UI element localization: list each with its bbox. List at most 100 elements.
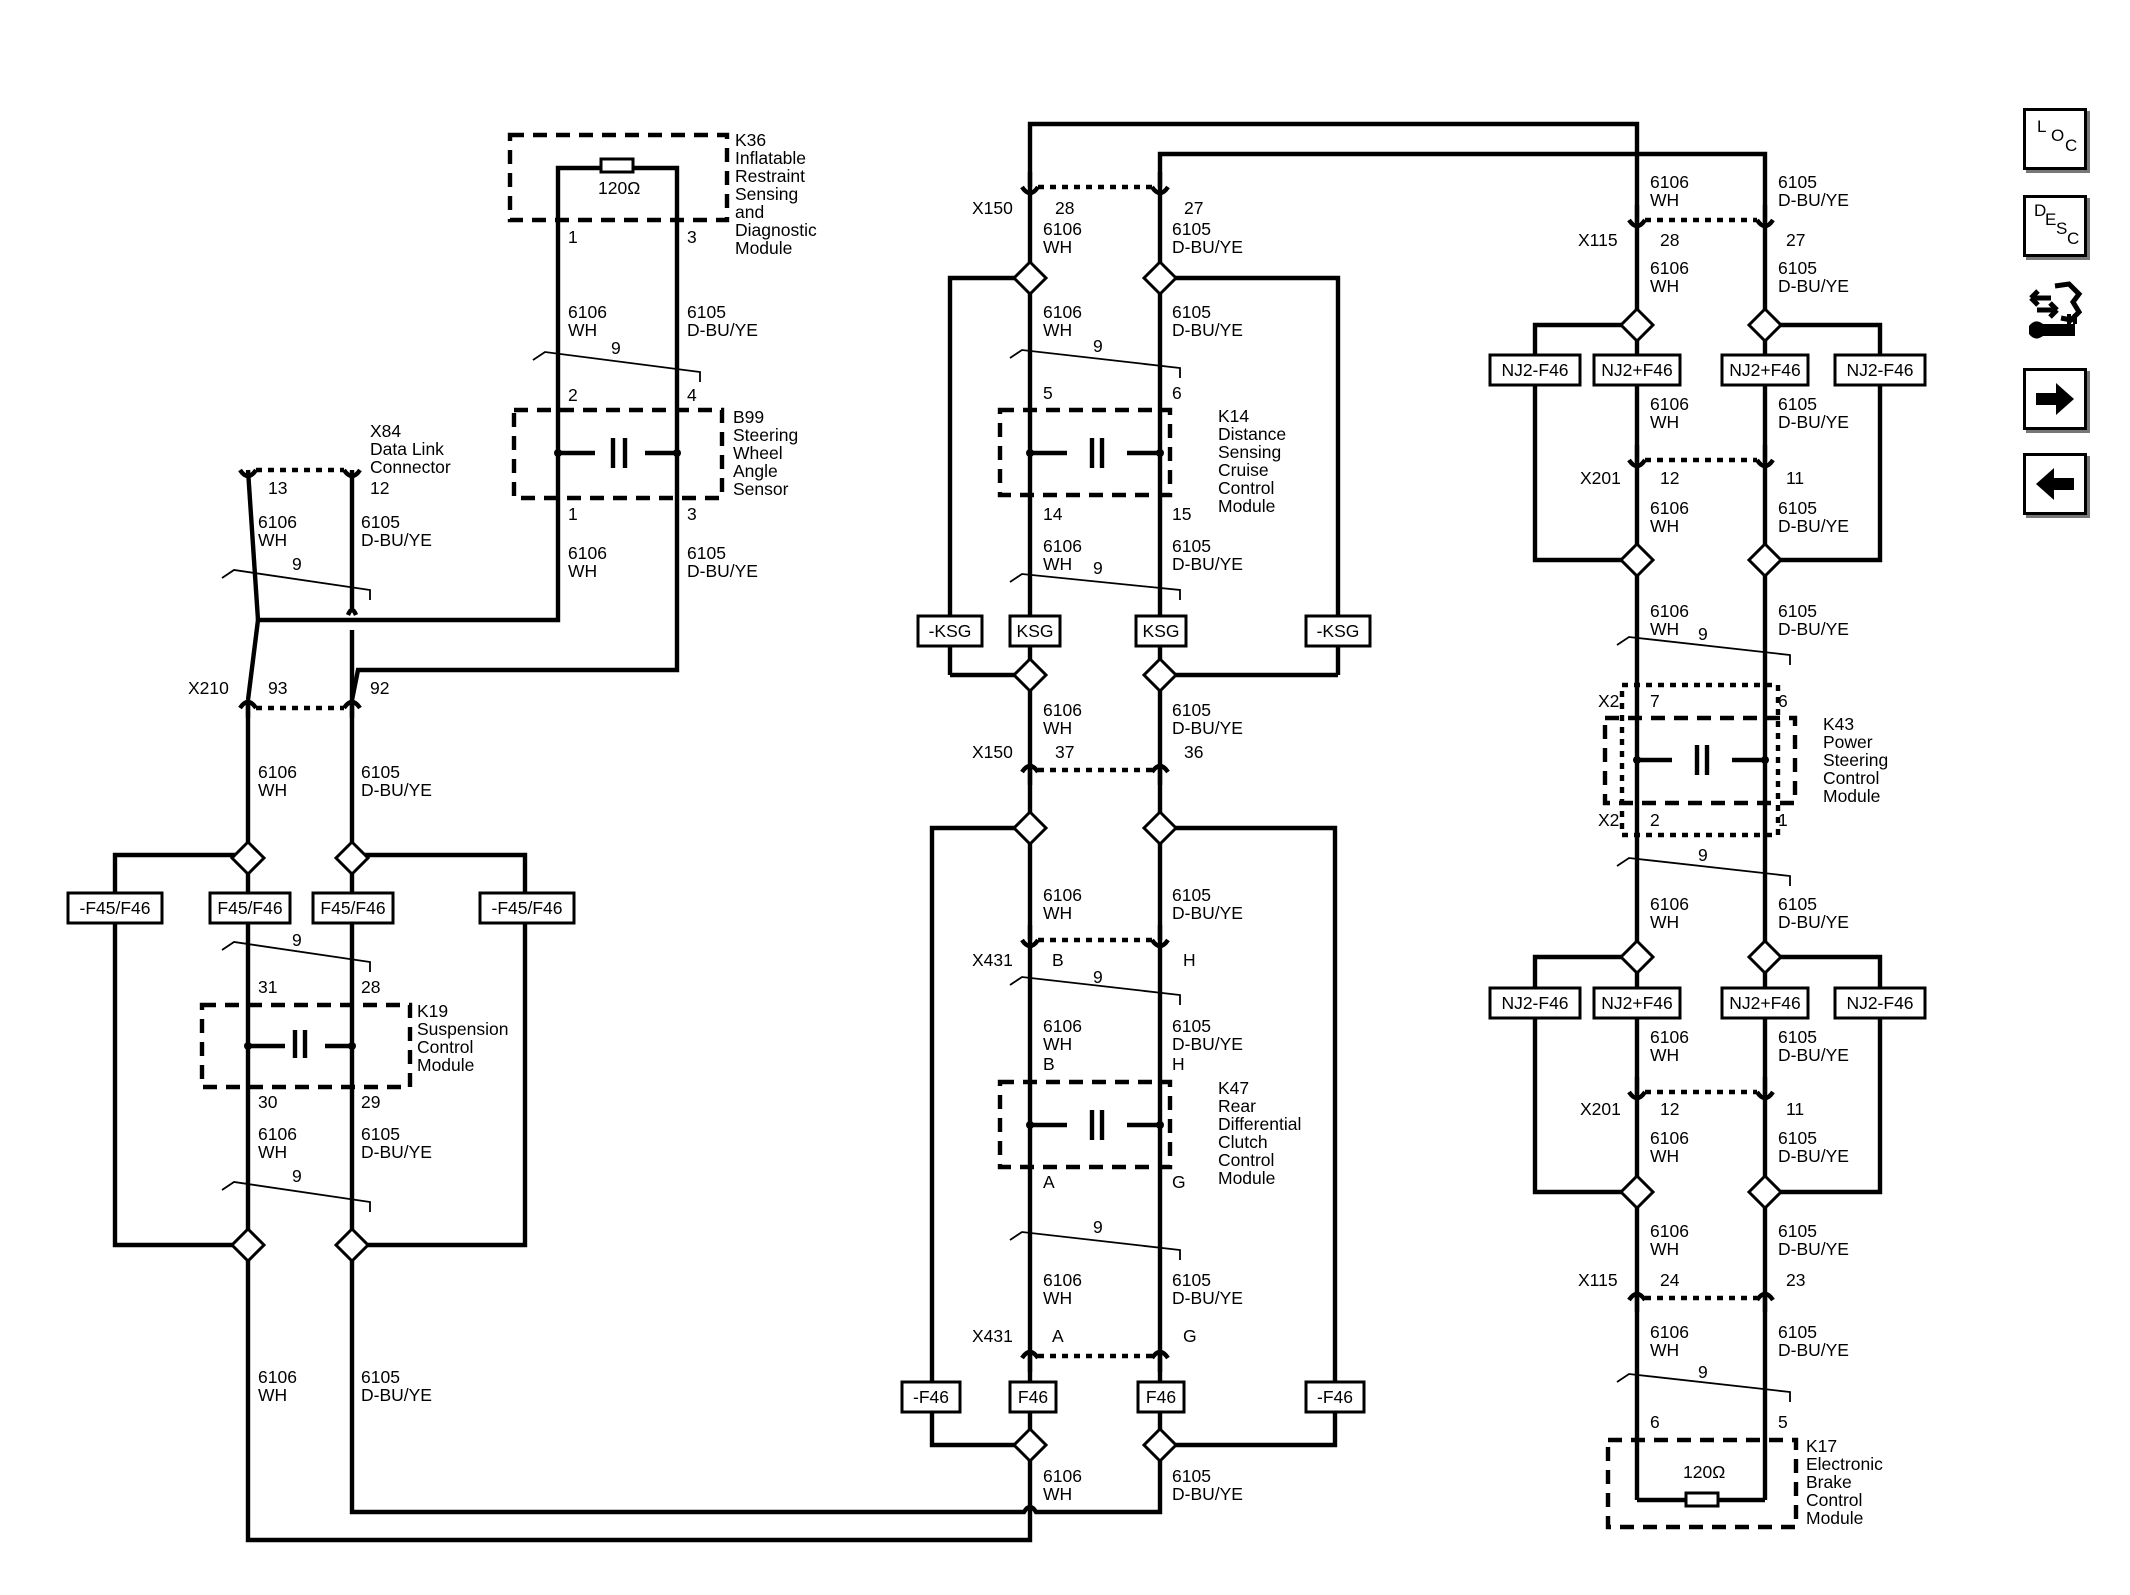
x201-top-connector: X201 12 11 xyxy=(1580,445,1804,488)
x150-mid-connector: X150 37 36 xyxy=(972,742,1203,785)
svg-text:6106: 6106 xyxy=(1650,1128,1689,1148)
svg-text:28: 28 xyxy=(361,977,380,997)
svg-text:6105: 6105 xyxy=(1172,1466,1211,1486)
svg-text:X431: X431 xyxy=(972,1326,1013,1346)
svg-text:31: 31 xyxy=(258,977,277,997)
right-wires xyxy=(1532,187,1883,1503)
svg-text:2: 2 xyxy=(1650,810,1660,830)
svg-text:H: H xyxy=(1183,950,1196,970)
svg-text:Steering: Steering xyxy=(733,425,798,445)
svg-text:9: 9 xyxy=(1698,624,1708,644)
svg-text:WH: WH xyxy=(1650,1045,1679,1065)
svg-text:NJ2+F46: NJ2+F46 xyxy=(1601,993,1673,1013)
k17-resistor-label: 120Ω xyxy=(1683,1462,1725,1482)
svg-text:WH: WH xyxy=(258,1142,287,1162)
connector-wrench-button[interactable] xyxy=(2025,278,2089,344)
svg-text:6106: 6106 xyxy=(568,543,607,563)
svg-text:6106: 6106 xyxy=(1043,700,1082,720)
svg-text:6106: 6106 xyxy=(1650,498,1689,518)
svg-text:6: 6 xyxy=(1778,691,1788,711)
svg-text:6106: 6106 xyxy=(1043,1270,1082,1290)
svg-text:6106: 6106 xyxy=(258,1124,297,1144)
svg-text:6: 6 xyxy=(1650,1412,1660,1432)
svg-text:-F45/F46: -F45/F46 xyxy=(80,898,151,918)
svg-text:6106: 6106 xyxy=(258,1367,297,1387)
svg-text:6106: 6106 xyxy=(568,302,607,322)
svg-text:D-BU/YE: D-BU/YE xyxy=(1778,619,1849,639)
svg-text:6105: 6105 xyxy=(361,512,400,532)
svg-text:6105: 6105 xyxy=(1778,1322,1817,1342)
svg-text:28: 28 xyxy=(1055,198,1074,218)
left-splice-diamonds xyxy=(229,839,371,1264)
svg-text:6106: 6106 xyxy=(1650,1027,1689,1047)
svg-text:B: B xyxy=(1043,1054,1055,1074)
svg-text:Brake: Brake xyxy=(1806,1472,1852,1492)
svg-text:Sensing: Sensing xyxy=(1218,442,1281,462)
svg-text:and: and xyxy=(735,202,764,222)
svg-text:X2: X2 xyxy=(1598,810,1619,830)
svg-text:6106: 6106 xyxy=(1650,601,1689,621)
svg-text:X201: X201 xyxy=(1580,1099,1621,1119)
svg-text:-F45/F46: -F45/F46 xyxy=(492,898,563,918)
svg-text:Sensor: Sensor xyxy=(733,479,789,499)
svg-text:X150: X150 xyxy=(972,742,1013,762)
nj2-option-boxes-top: NJ2-F46 NJ2+F46 NJ2+F46 NJ2-F46 xyxy=(1488,353,1927,387)
svg-text:D-BU/YE: D-BU/YE xyxy=(361,1385,432,1405)
svg-text:14: 14 xyxy=(1043,504,1063,524)
svg-text:WH: WH xyxy=(258,1385,287,1405)
svg-text:WH: WH xyxy=(1650,1340,1679,1360)
svg-text:NJ2-F46: NJ2-F46 xyxy=(1846,993,1913,1013)
next-button[interactable] xyxy=(2023,368,2087,430)
svg-text:6105: 6105 xyxy=(687,543,726,563)
svg-text:30: 30 xyxy=(258,1092,278,1112)
svg-text:K17: K17 xyxy=(1806,1436,1837,1456)
previous-button[interactable] xyxy=(2023,453,2087,515)
middle-splice-diamonds xyxy=(1011,259,1179,1464)
svg-text:6105: 6105 xyxy=(361,1124,400,1144)
svg-text:6106: 6106 xyxy=(1043,536,1082,556)
svg-text:KSG: KSG xyxy=(1017,621,1054,641)
desc-button[interactable]: D E S C xyxy=(2023,195,2087,257)
k17-electronic-brake-module: 9 6 5 120Ω K17 Electronic Brake Control … xyxy=(1605,1362,1883,1530)
svg-text:WH: WH xyxy=(1650,1239,1679,1259)
svg-text:X201: X201 xyxy=(1580,468,1621,488)
svg-text:6105: 6105 xyxy=(1172,1270,1211,1290)
svg-text:KSG: KSG xyxy=(1143,621,1180,641)
svg-text:6106: 6106 xyxy=(258,762,297,782)
k19-suspension-control-module: 9 31 28 30 29 K19 Suspension Control Mod… xyxy=(199,930,508,1212)
svg-text:28: 28 xyxy=(1660,230,1679,250)
svg-text:D-BU/YE: D-BU/YE xyxy=(1778,1146,1849,1166)
svg-text:X84: X84 xyxy=(370,421,401,441)
svg-text:D-BU/YE: D-BU/YE xyxy=(1172,237,1243,257)
svg-text:D-BU/YE: D-BU/YE xyxy=(1172,903,1243,923)
svg-text:27: 27 xyxy=(1786,230,1805,250)
svg-text:9: 9 xyxy=(1093,1217,1103,1237)
svg-text:D-BU/YE: D-BU/YE xyxy=(361,780,432,800)
svg-text:11: 11 xyxy=(1786,1099,1804,1119)
svg-text:36: 36 xyxy=(1184,742,1203,762)
svg-text:6105: 6105 xyxy=(1172,885,1211,905)
svg-text:6106: 6106 xyxy=(258,512,297,532)
svg-text:Steering: Steering xyxy=(1823,750,1888,770)
svg-text:1: 1 xyxy=(568,227,578,247)
svg-text:6105: 6105 xyxy=(361,1367,400,1387)
x210-connector: X210 93 92 xyxy=(188,678,389,718)
svg-text:Control: Control xyxy=(417,1037,473,1057)
svg-text:WH: WH xyxy=(568,561,597,581)
b99-steering-wheel-angle-sensor: 2 4 1 3 B99 Steering Wheel Angle Sensor … xyxy=(511,338,798,524)
svg-text:F46: F46 xyxy=(1146,1387,1176,1407)
svg-text:11: 11 xyxy=(1786,468,1804,488)
loc-button[interactable]: L O C xyxy=(2023,108,2087,170)
svg-text:Control: Control xyxy=(1823,768,1879,788)
svg-text:6: 6 xyxy=(1172,383,1182,403)
svg-text:24: 24 xyxy=(1660,1270,1680,1290)
svg-text:9: 9 xyxy=(1698,1362,1708,1382)
svg-text:G: G xyxy=(1172,1172,1186,1192)
svg-text:NJ2+F46: NJ2+F46 xyxy=(1601,360,1673,380)
svg-text:-KSG: -KSG xyxy=(929,621,972,641)
svg-text:6106: 6106 xyxy=(1650,258,1689,278)
svg-text:D-BU/YE: D-BU/YE xyxy=(1172,320,1243,340)
ksg-option-boxes: -KSG KSG KSG -KSG xyxy=(916,614,1372,648)
svg-text:D-BU/YE: D-BU/YE xyxy=(1172,718,1243,738)
